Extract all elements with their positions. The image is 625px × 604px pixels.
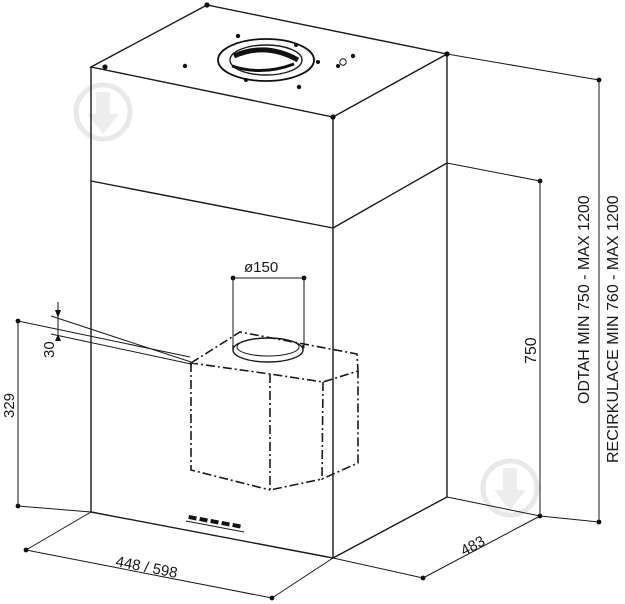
internal-filter-box bbox=[188, 331, 359, 491]
depth-label: 483 bbox=[458, 533, 488, 560]
lower-body bbox=[90, 163, 448, 559]
control-panel bbox=[185, 515, 245, 533]
watermark-logo-icon bbox=[480, 458, 540, 518]
diameter-dimension: ø150 bbox=[230, 259, 307, 348]
watermark-logo-icon bbox=[73, 82, 133, 142]
diameter-label: ø150 bbox=[244, 259, 278, 276]
width-label: 448 / 598 bbox=[114, 553, 179, 582]
lower-height-label: 329 bbox=[1, 393, 18, 418]
upper-chimney bbox=[88, 2, 450, 229]
exhaust-range-label: ODTAH MIN 750 - MAX 1200 bbox=[576, 195, 593, 404]
offset-label: 30 bbox=[41, 341, 58, 358]
lower-height-dimension: 329 bbox=[1, 318, 191, 513]
body-height-label: 750 bbox=[523, 337, 540, 364]
body-height-dimension: 750 bbox=[446, 162, 543, 516]
width-dimension: 448 / 598 bbox=[23, 511, 334, 601]
recirc-range-label: RECIRKULACE MIN 760 - MAX 1200 bbox=[605, 195, 622, 463]
depth-dimension: 483 bbox=[332, 496, 543, 581]
overall-height-dimension: ODTAH MIN 750 - MAX 1200 RECIRKULACE MIN… bbox=[446, 53, 622, 525]
offset-dimension: 30 bbox=[41, 302, 192, 365]
